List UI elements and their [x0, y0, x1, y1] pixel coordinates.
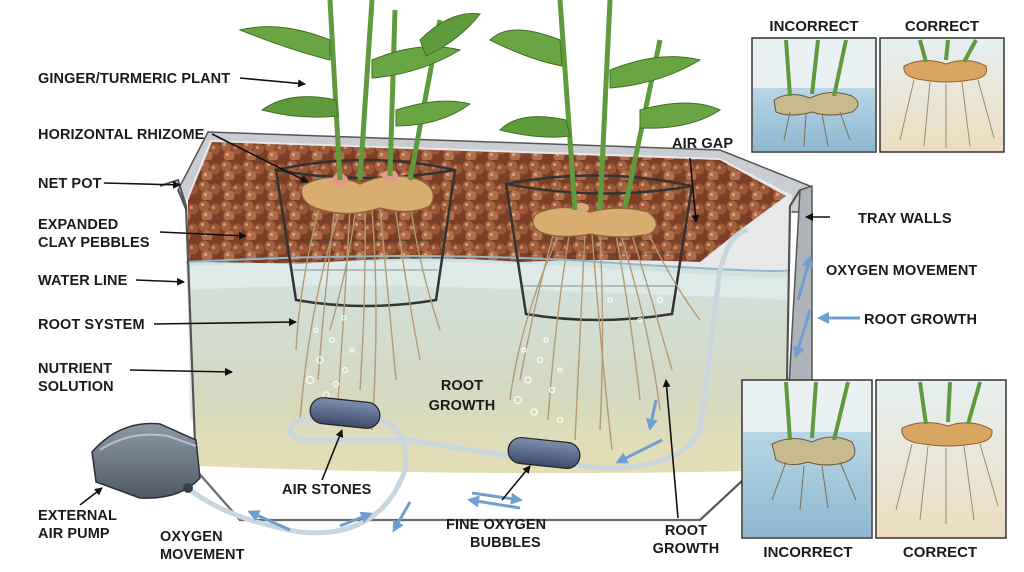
label-clay-line2: CLAY PEBBLES [38, 235, 150, 251]
panel-bottom-correct [875, 379, 1007, 539]
panel-top-correct-title: CORRECT [905, 18, 979, 35]
flow-arrows [247, 255, 860, 533]
label-air-stones: AIR STONES [282, 482, 372, 498]
comparison-bottom: INCORRECT CORRECT [741, 379, 1007, 561]
label-net-pot: NET POT [38, 176, 102, 192]
flow-arrow [615, 438, 663, 464]
label-bubbles-line1: FINE OXYGEN [446, 517, 546, 533]
oxygen-bubbles [305, 296, 664, 424]
label-root-growth-bottom-line2: GROWTH [653, 541, 720, 557]
water-line [185, 255, 791, 272]
plant-foliage-left [238, 0, 481, 181]
label-oxygen-bottom-line1: OXYGEN [160, 529, 223, 545]
clay-pebbles [188, 142, 786, 264]
label-root-growth-center-line2: GROWTH [429, 398, 496, 414]
rhizome-left [300, 170, 434, 215]
flow-arrow [796, 255, 814, 301]
external-air-pump [91, 422, 201, 499]
flow-arrow [247, 510, 291, 532]
panel-top-incorrect-title: INCORRECT [769, 18, 858, 35]
air-tubing [188, 227, 749, 536]
comparison-top: INCORRECT CORRECT [751, 18, 1005, 153]
label-bubbles-line2: BUBBLES [470, 535, 541, 551]
label-air-gap: AIR GAP [672, 136, 733, 152]
panel-top-incorrect [751, 37, 877, 153]
air-stone-left [309, 397, 381, 429]
labels: GINGER/TURMERIC PLANT HORIZONTAL RHIZOME… [38, 71, 977, 563]
label-oxygen-bottom-line2: MOVEMENT [160, 547, 245, 563]
label-clay-line1: EXPANDED [38, 217, 118, 233]
flow-arrow [646, 399, 658, 431]
plant-foliage-right [489, 0, 722, 211]
label-rhizome: HORIZONTAL RHIZOME [38, 127, 205, 143]
label-root-growth-bottom-line1: ROOT [665, 523, 707, 539]
flow-arrow [339, 511, 373, 528]
rhizome-right [532, 203, 658, 238]
panel-bottom-incorrect [741, 379, 873, 539]
label-tray-walls: TRAY WALLS [858, 211, 952, 227]
label-pump-line1: EXTERNAL [38, 508, 117, 524]
label-water-line: WATER LINE [38, 273, 128, 289]
label-oxygen-movement-right: OXYGEN MOVEMENT [826, 263, 977, 279]
callout-arrows [79, 77, 830, 519]
label-root-growth-center-line1: ROOT [441, 378, 483, 394]
flow-arrow [792, 309, 812, 359]
label-root-growth-right: ROOT GROWTH [864, 312, 977, 328]
label-root-system: ROOT SYSTEM [38, 317, 145, 333]
label-plant: GINGER/TURMERIC PLANT [38, 71, 230, 87]
panel-top-correct [879, 37, 1005, 153]
panel-bottom-incorrect-title: INCORRECT [763, 544, 852, 561]
label-nutrient-line1: NUTRIENT [38, 361, 112, 377]
air-stone-right [507, 436, 581, 470]
flow-arrow [392, 501, 412, 533]
label-nutrient-line2: SOLUTION [38, 379, 114, 395]
panel-bottom-correct-title: CORRECT [903, 544, 977, 561]
label-pump-line2: AIR PUMP [38, 526, 110, 542]
flow-arrow [467, 495, 521, 510]
root-system [295, 203, 701, 451]
flow-arrow [471, 491, 523, 505]
